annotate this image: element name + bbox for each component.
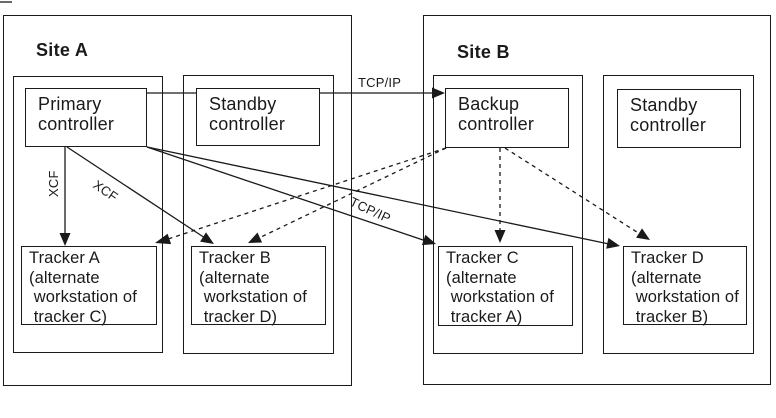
tracker-c-box: Tracker C (alternate workstation of trac… [438, 246, 573, 326]
site-b-box [423, 15, 771, 385]
dashed-line-backup-to-tracker-a [167, 147, 447, 240]
line-primary-to-tracker-b [66, 146, 206, 239]
primary-controller-box: Primary controller [25, 88, 147, 147]
tcp-ip-top-label: TCP/IP [358, 75, 402, 90]
tracker-d-box: Tracker D (alternate workstation of trac… [623, 246, 747, 326]
arrowhead-into-tracker-a-xcf [59, 233, 71, 246]
site-a-box [3, 15, 352, 386]
arrowhead-into-tracker-c-tcp [421, 234, 436, 246]
tracker-a-box: Tracker A (alternate workstation of trac… [21, 246, 157, 326]
site-b-left-system-box [433, 75, 583, 354]
site-b-right-system-box [603, 75, 754, 354]
backup-controller-box: Backup controller [445, 88, 569, 148]
site-a-right-system-box [183, 75, 334, 354]
arrowhead-into-tracker-a-dashed [155, 233, 172, 245]
site-b-title: Site B [457, 42, 510, 62]
dashed-line-backup-to-tracker-d [504, 147, 641, 235]
site-b-standby-controller-box: Standby controller [617, 89, 741, 148]
site-a-standby-controller-box: Standby controller [196, 88, 320, 146]
arrowhead-into-tracker-b-dashed [248, 232, 263, 243]
arrowhead-into-tracker-d-tcp [606, 237, 620, 249]
arrowhead-into-tracker-c-dashed [494, 230, 506, 243]
arrowhead-into-tracker-b-xcf [200, 232, 214, 244]
tracker-b-box: Tracker B (alternate workstation of trac… [191, 246, 326, 326]
arrowhead-into-backup [432, 87, 445, 99]
dashed-line-backup-to-tracker-b [258, 147, 447, 239]
xcf-vertical-label: XCF [46, 170, 61, 197]
arrowhead-into-tracker-d-dashed [636, 228, 650, 240]
site-a-left-system-box [13, 76, 163, 353]
site-a-title: Site A [36, 40, 89, 60]
line-primary-to-tracker-d [146, 146, 610, 245]
line-primary-to-tracker-c [146, 146, 427, 242]
